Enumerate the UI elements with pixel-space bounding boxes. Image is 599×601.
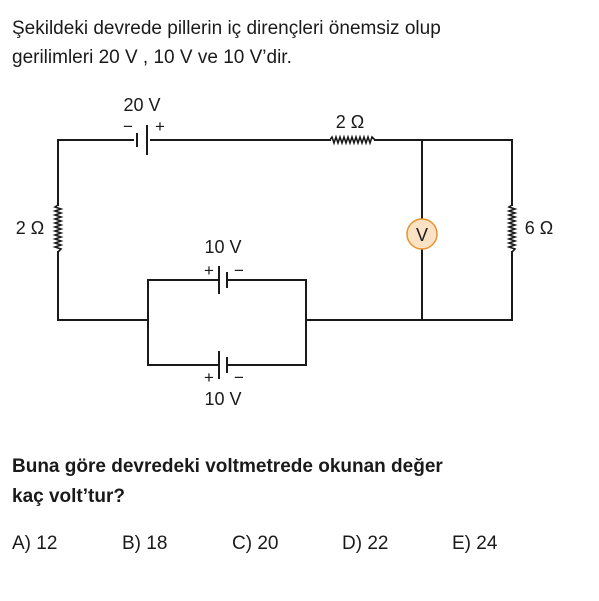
resistor-left-label: 2 Ω <box>16 218 44 238</box>
option-b[interactable]: B) 18 <box>122 533 168 554</box>
voltmeter-circle <box>406 218 438 250</box>
voltmeter-symbol: V <box>416 225 428 245</box>
resistor-right <box>506 204 518 253</box>
option-c[interactable]: C) 20 <box>232 533 279 554</box>
question-prompt: Buna göre devredeki voltmetrede okunan d… <box>12 452 572 512</box>
resistor-right-label: 6 Ω <box>525 218 553 238</box>
intro-line-1: Şekildeki devrede pillerin iç dirençleri… <box>12 18 441 39</box>
battery-bottom-minus-sign: − <box>234 368 244 387</box>
prompt-line-2: kaç volt’tur? <box>12 486 125 507</box>
resistor-top-label: 2 Ω <box>336 112 364 132</box>
resistor-top <box>329 134 376 146</box>
option-d[interactable]: D) 22 <box>342 533 389 554</box>
prompt-line-1: Buna göre devredeki voltmetrede okunan d… <box>12 456 443 477</box>
option-e[interactable]: E) 24 <box>452 533 498 554</box>
battery-top-label: 20 V <box>123 95 160 115</box>
wire-right-lower <box>305 251 513 321</box>
circuit-diagram: V 20 V − + 2 Ω 2 Ω 6 Ω 10 V + − + − 10 V <box>16 95 553 409</box>
wire-left-lower <box>57 251 149 321</box>
intro-line-2: gerilimleri 20 V , 10 V ve 10 V’dir. <box>12 47 292 68</box>
question-intro: Şekildeki devrede pillerin iç dirençleri… <box>12 14 572 72</box>
battery-mid-label: 10 V <box>204 237 241 257</box>
battery-top-minus-sign: − <box>123 117 133 136</box>
battery-mid-minus-sign: − <box>234 261 244 280</box>
resistor-left <box>52 204 64 253</box>
battery-bottom-plus-sign: + <box>204 368 214 387</box>
battery-mid-plus-sign: + <box>204 261 214 280</box>
option-a[interactable]: A) 12 <box>12 533 58 554</box>
battery-bottom-label: 10 V <box>204 389 241 409</box>
battery-top-plus-sign: + <box>155 117 165 136</box>
